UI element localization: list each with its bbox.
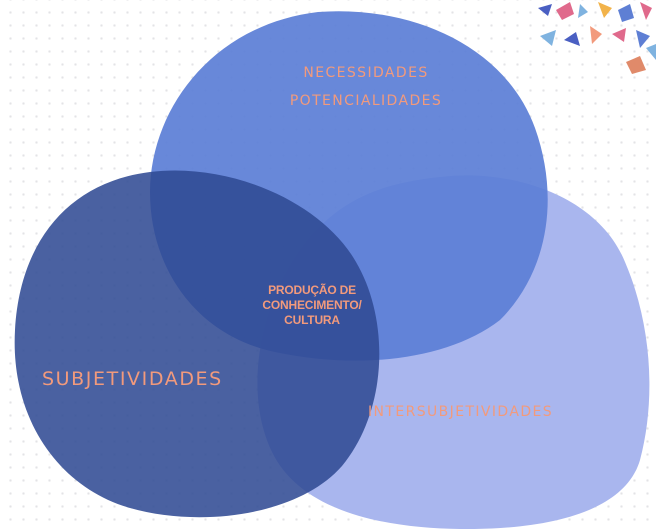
center-line-1: PRODUÇÃO DE (268, 283, 356, 297)
necessidades-text: NECESSIDADES (303, 65, 429, 81)
center-line-3: CULTURA (284, 313, 340, 327)
necessidades-potencialidades-label: NECESSIDADES POTENCIALIDADES (238, 66, 494, 108)
confetti-decoration-icon (538, 2, 656, 74)
potencialidades-text: POTENCIALIDADES (289, 93, 443, 109)
intersubjetividades-label: INTERSUBJETIVIDADES (368, 404, 554, 420)
subjetividades-circle (14, 170, 380, 518)
subjetividades-label: SUBJETIVIDADES (42, 368, 223, 390)
producao-conhecimento-label: PRODUÇÃO DE CONHECIMENTO/ CULTURA (238, 283, 386, 328)
center-line-2: CONHECIMENTO/ (262, 298, 362, 312)
